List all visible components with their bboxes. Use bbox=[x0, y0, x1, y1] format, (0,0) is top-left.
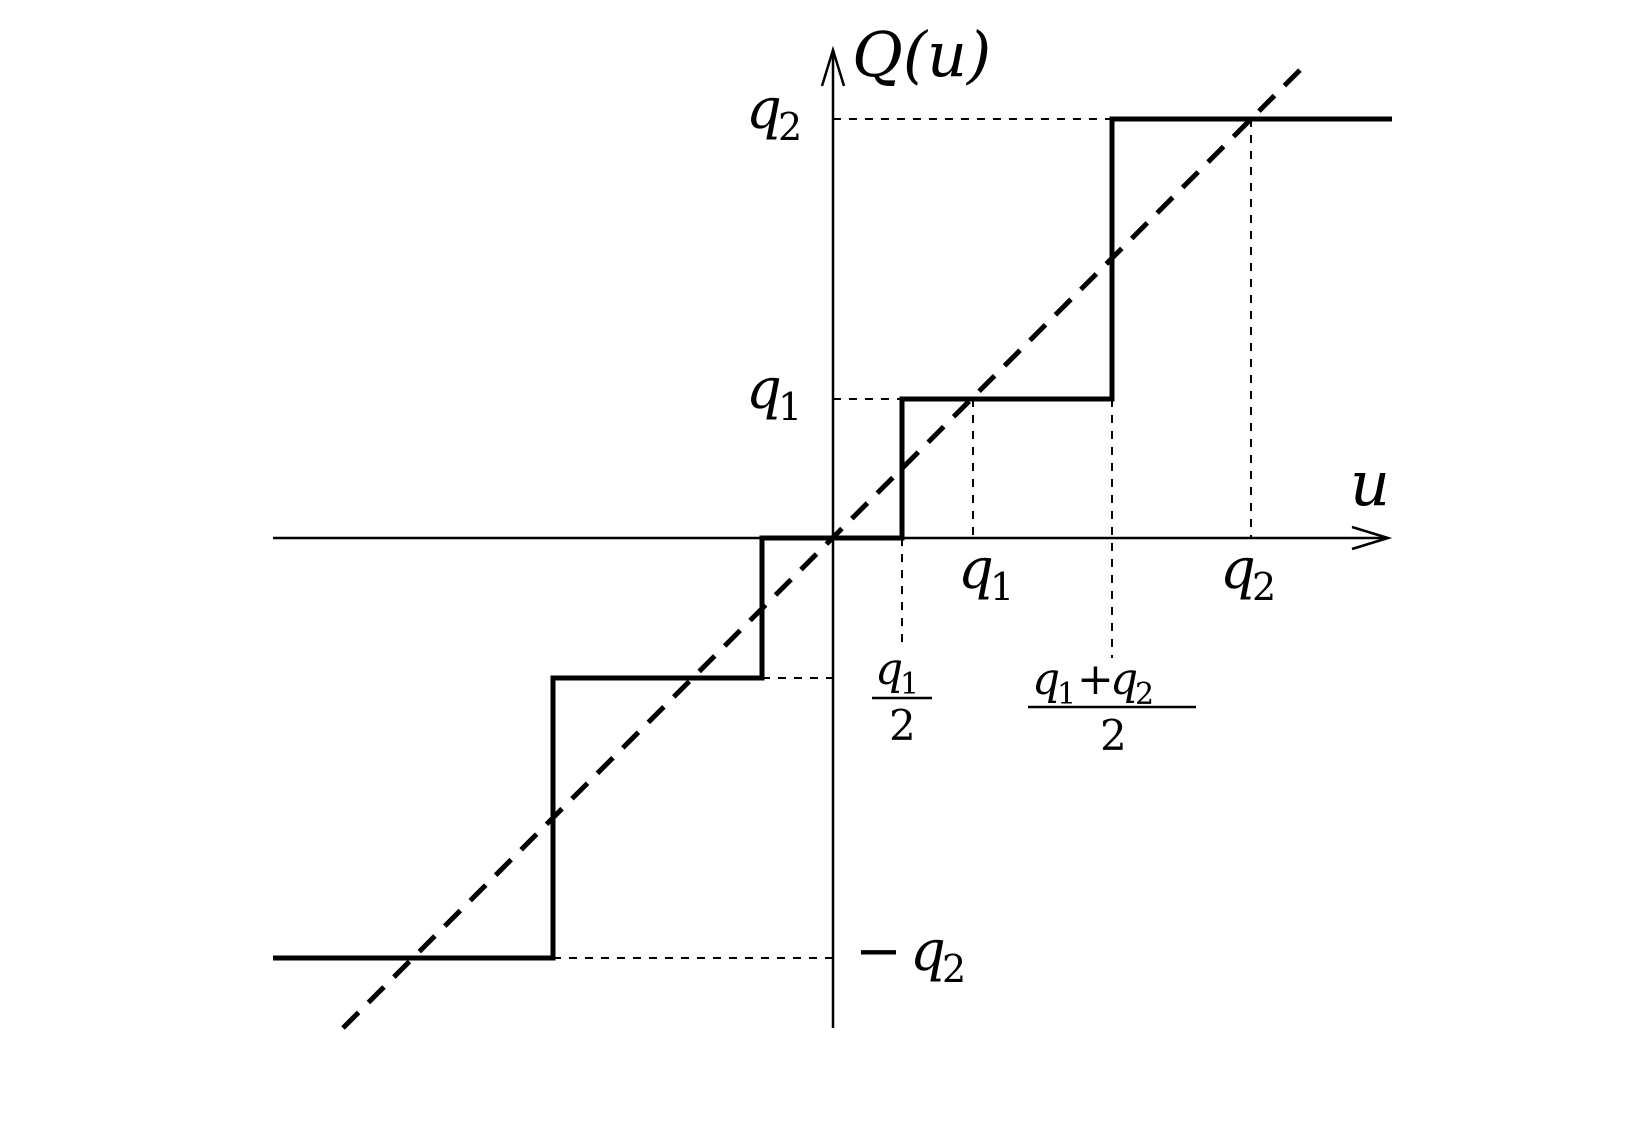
x-tick-q1: q 1 bbox=[958, 537, 1014, 609]
y-axis-arrowhead bbox=[820, 45, 846, 87]
y-tick-q1: q 1 bbox=[746, 357, 802, 429]
x-axis-label: u bbox=[1350, 447, 1390, 520]
svg-text:2: 2 bbox=[889, 701, 916, 750]
svg-text:q: q bbox=[1220, 537, 1256, 602]
svg-text:1: 1 bbox=[900, 667, 919, 702]
svg-text:q: q bbox=[910, 919, 946, 984]
y-tick-neg-q2: − q 2 bbox=[855, 919, 966, 991]
guide-lines bbox=[553, 118, 1252, 959]
x-tick-q2: q 2 bbox=[1220, 537, 1276, 609]
identity-dashed-line bbox=[341, 60, 1310, 1030]
quantizer-staircase bbox=[273, 116, 1392, 961]
svg-text:q: q bbox=[746, 77, 782, 142]
svg-text:−: − bbox=[855, 919, 902, 984]
svg-text:2: 2 bbox=[778, 105, 802, 149]
y-axis-label: Q(u) bbox=[852, 18, 991, 91]
svg-text:1: 1 bbox=[778, 385, 802, 429]
svg-text:2: 2 bbox=[1252, 565, 1276, 609]
svg-text:q: q bbox=[875, 644, 903, 695]
svg-text:q: q bbox=[746, 357, 782, 422]
svg-text:1: 1 bbox=[1057, 677, 1076, 712]
svg-text:2: 2 bbox=[942, 947, 966, 991]
svg-text:q: q bbox=[1110, 654, 1138, 705]
svg-text:q: q bbox=[958, 537, 994, 602]
svg-text:q: q bbox=[1032, 654, 1060, 705]
svg-text:2: 2 bbox=[1100, 711, 1127, 760]
x-axis-arrowhead bbox=[1351, 525, 1393, 551]
threshold-half-q1: q 1 2 bbox=[872, 644, 932, 750]
threshold-half-q1-q2: q 1 + q 2 2 bbox=[1028, 654, 1196, 760]
svg-text:+: + bbox=[1077, 654, 1114, 705]
svg-text:2: 2 bbox=[1135, 677, 1154, 712]
y-tick-q2: q 2 bbox=[746, 77, 802, 149]
svg-text:1: 1 bbox=[990, 565, 1014, 609]
